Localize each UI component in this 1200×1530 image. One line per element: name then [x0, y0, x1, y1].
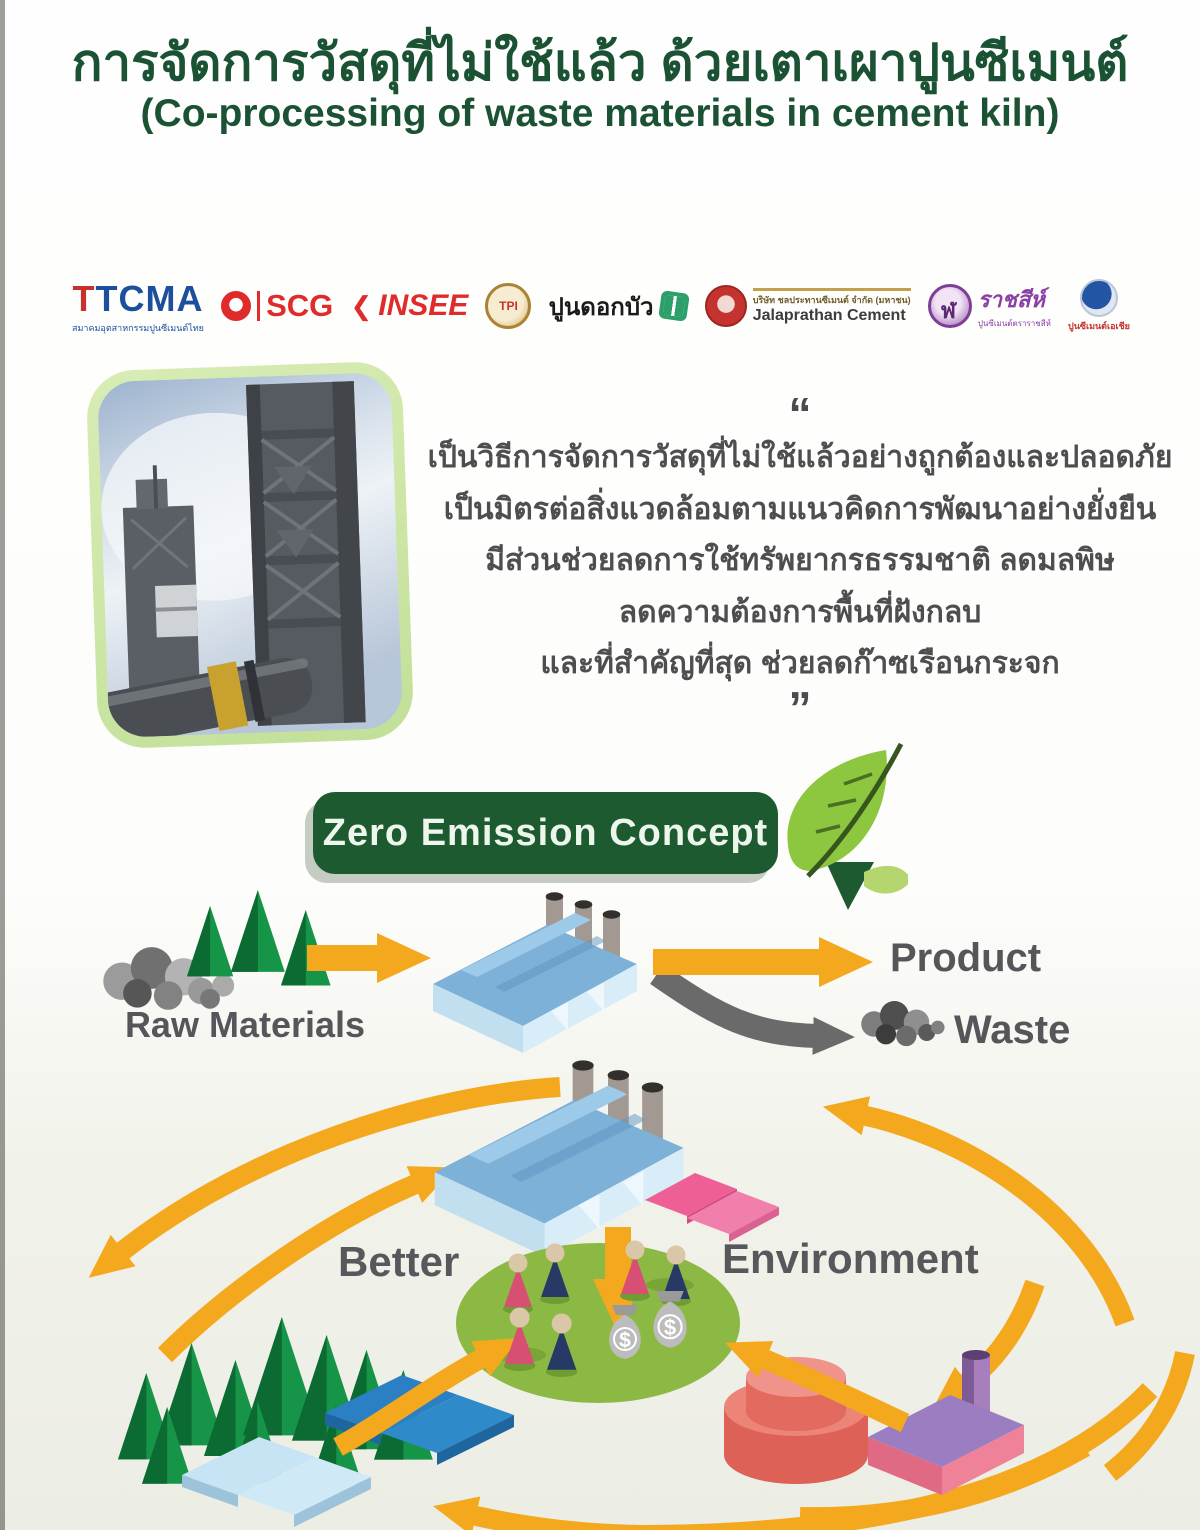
arrow-left-to-community — [333, 1338, 520, 1456]
quote-line-5: และที่สำคัญที่สุด ช่วยลดก๊าซเรือนกระจก — [540, 647, 1060, 680]
raw-tree-icon — [187, 906, 234, 977]
arrow-factory-to-waste — [650, 964, 855, 1055]
cement-plant-illustration — [96, 371, 404, 739]
waste-label: Waste — [954, 1008, 1071, 1052]
page-subtitle: (Co-processing of waste materials in cem… — [140, 92, 1060, 135]
product-label: Product — [890, 936, 1042, 980]
jalaprathan-emblem-icon — [704, 285, 747, 327]
linear-process-diagram — [103, 890, 945, 1055]
leaf-icon — [787, 742, 908, 894]
insee-text: INSEE — [378, 289, 469, 322]
tcma-mark: T — [72, 277, 96, 319]
tcma-text: TCMA — [95, 277, 204, 319]
storage-tank-icon — [724, 1357, 868, 1484]
logo-jalaprathan: บริษัท ชลประทานซีเมนต์ จำกัด (มหาชน) Jal… — [704, 285, 911, 327]
recycling-building-icon — [868, 1350, 1024, 1495]
tcma-subtext: สมาคมอุตสาหกรรมปูนซีเมนต์ไทย — [72, 322, 204, 333]
logo-lotus: ปูนดอกบัว — [548, 287, 690, 326]
cycle-arc-trees-to-factory — [157, 1166, 455, 1363]
logo-asia-cement: ปูนซีเมนต์เอเชีย — [1068, 279, 1130, 333]
dollar-symbol: $ — [619, 1329, 631, 1352]
asia-globe-icon — [1079, 279, 1118, 317]
better-label: Better — [338, 1238, 460, 1285]
cycle-arc-top-right — [822, 1096, 1135, 1327]
arrow-right-to-community — [725, 1341, 910, 1433]
pink-tiles-icon — [645, 1173, 779, 1242]
logo-insee: ❮ INSEE — [350, 289, 468, 323]
rotary-kiln — [96, 657, 313, 739]
quote-block: “ เป็นวิธีการจัดการวัสดุที่ไม่ใช้แล้วอย่… — [415, 388, 1185, 734]
quote-line-1: เป็นวิธีการจัดการวัสดุที่ไม่ใช้แล้วอย่าง… — [427, 441, 1173, 474]
preheater-tower-right — [246, 381, 366, 726]
logo-tpi: TPI — [485, 283, 532, 329]
money-bag-icon: $ — [652, 1289, 688, 1349]
partner-logos-strip: TTCMA สมาคมอุตสาหกรรมปูนซีเมนต์ไทย SCG ❮… — [72, 256, 1130, 356]
quote-line-2: เป็นมิตรต่อสิ่งแวดล้อมตามแนวคิดการพัฒนาอ… — [443, 492, 1157, 526]
lion-text: ราชสีห์ — [977, 287, 1045, 312]
scg-text: SCG — [266, 288, 334, 323]
quote-close-mark: ” — [788, 681, 812, 734]
community-oval — [456, 1243, 740, 1403]
panels-light-icon — [182, 1437, 371, 1527]
cycle-arc-top-left — [88, 1077, 561, 1278]
quote-open-mark: “ — [788, 388, 812, 440]
logo-rajasi: ราชสีห์ ปูนซีเมนต์ตราราชสีห์ — [927, 282, 1051, 330]
dollar-symbol: $ — [664, 1315, 676, 1340]
cycle-arc-right — [1103, 1350, 1195, 1481]
zero-emission-banner: Zero Emission Concept — [313, 792, 778, 874]
waste-pile-icon — [861, 1001, 945, 1047]
raw-tree-icon — [231, 890, 285, 972]
lotus-text: ปูนดอกบัว — [548, 293, 654, 321]
scg-divider — [257, 291, 261, 321]
insee-chevron-icon: ❮ — [350, 290, 373, 321]
asia-cement-text: ปูนซีเมนต์เอเชีย — [1068, 321, 1130, 331]
zero-emission-cycle-diagram: $ $ — [88, 1055, 1195, 1530]
lion-subtext: ปูนซีเมนต์ตราราชสีห์ — [977, 319, 1051, 328]
zero-emission-label: Zero Emission Concept — [322, 811, 769, 854]
scg-elephant-icon — [221, 291, 252, 321]
tpi-seal-icon: TPI — [485, 283, 532, 329]
jalaprathan-text: Jalaprathan Cement — [752, 306, 906, 324]
jalaprathan-subtext: บริษัท ชลประทานซีเมนต์ จำกัด (มหาชน) — [752, 294, 911, 305]
cycle-arc-bottom-inner — [799, 1438, 1091, 1528]
factory-icon — [433, 892, 637, 1053]
cement-plant-photo — [85, 360, 415, 750]
logo-tcma: TTCMA สมาคมอุตสาหกรรมปูนซีเมนต์ไทย — [72, 278, 204, 335]
page-title: การจัดการวัสดุที่ไม่ใช้แล้ว ด้วยเตาเผาปู… — [71, 34, 1129, 91]
raw-materials-label: Raw Materials — [124, 1004, 366, 1045]
tower-left — [122, 465, 201, 706]
quote-line-3: มีส่วนช่วยลดการใช้ทรัพยากรธรรมชาติ ลดมลพ… — [485, 544, 1115, 577]
environment-label: Environment — [722, 1235, 979, 1282]
lotus-window-icon — [657, 290, 690, 322]
lion-emblem-icon — [927, 284, 972, 328]
money-bag-icon: $ — [608, 1304, 642, 1360]
quote-line-4: ลดความต้องการพื้นที่ฝังกลบ — [618, 595, 982, 629]
logo-scg: SCG — [221, 288, 333, 324]
